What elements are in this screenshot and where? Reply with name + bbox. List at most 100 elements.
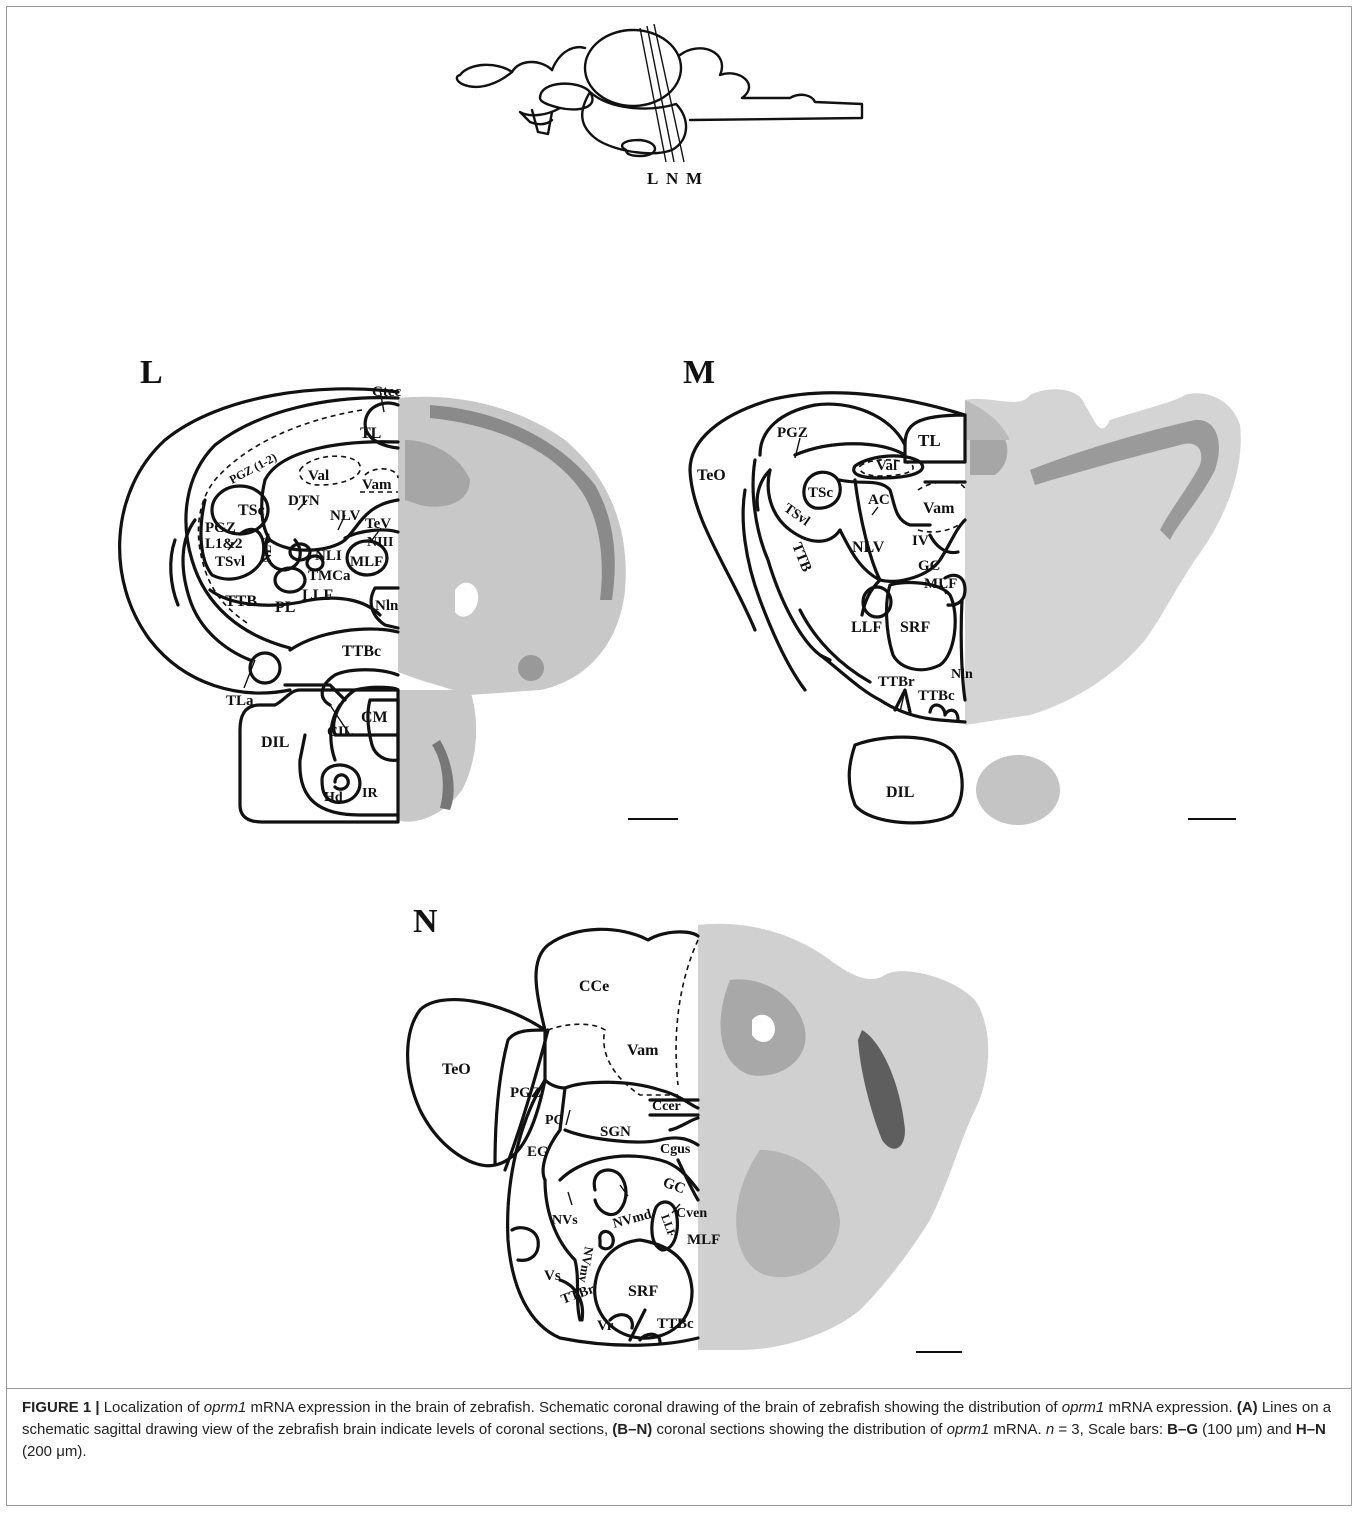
region-label: IV [912,533,929,549]
region-label: Ccer [652,1099,681,1114]
region-label: EG [527,1144,549,1160]
region-label: TeO [697,467,726,484]
region-label: TSvl [215,554,245,570]
region-label: NIII [367,535,393,550]
sagittal-section-label: L [647,169,658,188]
region-label: Val [876,458,897,474]
panel-reference: H–N [1296,1421,1326,1438]
panel-letter: N [413,903,438,940]
region-label: CIL [327,724,354,740]
region-label: Cgus [660,1142,691,1157]
region-label: Vs [544,1268,561,1284]
region-label: TTBc [657,1316,694,1332]
region-label: AC [868,492,890,508]
region-label: Hd [324,790,343,805]
caption-text: mRNA expression. [1104,1399,1237,1416]
region-label: Vr [597,1318,614,1334]
region-label: SRF [628,1283,658,1300]
sagittal-brain-drawing: L N M [457,24,862,188]
region-label: GC [918,558,941,574]
region-label: PGZ [510,1085,541,1101]
region-label: IR [362,786,378,801]
caption-separator [6,1388,1352,1389]
region-label: TeV [365,516,391,532]
caption-text: coronal sections showing the distributio… [652,1421,946,1438]
region-label: TLa [226,693,254,709]
region-label: NVs [552,1213,578,1228]
region-label: TSc [238,502,265,519]
region-label: TTB [788,541,814,575]
region-label: TL [918,431,941,450]
region-label: TTB [225,593,257,610]
region-label: TeO [442,1061,471,1078]
region-label: DTN [288,493,320,509]
region-label: Nln [375,598,399,614]
region-label: MLF [687,1232,720,1248]
region-label: PGZ (1-2) [227,450,279,487]
region-label: Vam [627,1042,659,1059]
figure-caption: FIGURE 1 | Localization of oprm1 mRNA ex… [22,1397,1338,1463]
panel-L-tissue-photo [398,397,626,822]
caption-text: (200 μm). [22,1443,87,1460]
caption-text: Localization of [100,1399,204,1416]
region-label: SRF [900,619,930,636]
region-label: L1&2 [205,536,243,552]
region-label: DIL [261,734,289,751]
caption-text: mRNA. [989,1421,1046,1438]
region-label: NLV [852,539,885,556]
region-label: LLF [302,587,333,604]
region-label: TL [360,425,381,442]
region-label: NLV [259,536,274,563]
region-label: PL [275,599,295,616]
panel-reference: B–G [1167,1421,1198,1438]
panel-N-tissue-photo [698,924,988,1350]
region-label: GC [661,1175,688,1198]
region-label: PGZ [205,520,236,536]
gene-name: oprm1 [1062,1399,1105,1416]
panel-M-tissue-photo [965,389,1241,825]
panel-letter: L [140,354,163,391]
region-label: TMCa [308,568,351,584]
region-label: TTBc [342,643,381,660]
region-label: Vam [923,500,955,517]
region-label: PC [545,1113,564,1128]
region-label: SGN [600,1124,631,1140]
region-label: NVmv [576,1245,597,1284]
region-label: CM [361,709,388,726]
panel-reference: (B–N) [612,1421,652,1438]
region-label: TTBc [918,688,955,704]
gene-name: oprm1 [947,1421,990,1438]
sagittal-section-label: N [666,169,679,188]
region-label: Nln [951,667,973,682]
caption-text: = 3, Scale bars: [1054,1421,1167,1438]
region-label: PGZ [777,425,808,441]
panel-L-schematic: Ctec TL PGZ (1-2) Val Vam TSc DTN NLV Te… [120,384,402,822]
sagittal-section-label: M [686,169,702,188]
region-label: CCe [579,978,609,995]
region-label: MLF [350,554,383,570]
region-label: Ctec [372,384,401,400]
region-label: NLI [315,548,342,564]
sample-size-symbol: n [1046,1421,1054,1438]
region-label: Val [308,468,329,484]
panel-N-schematic: CCe Vam TeO PGZ PC Ccer SGN Cgus EG GC N… [408,929,721,1345]
region-label: MLF [924,576,957,592]
region-label: TSc [808,485,833,501]
region-label: Cven [676,1206,707,1221]
caption-text: mRNA expression in the brain of zebrafis… [246,1399,1061,1416]
panel-M-schematic: PGZ TL TeO Val TSc AC Vam TSvl NLV IV GC… [690,393,973,823]
region-label: DIL [886,784,914,801]
gene-name: oprm1 [204,1399,247,1416]
figure-label: FIGURE 1 | [22,1399,100,1416]
panel-M: M [683,354,1241,825]
figure-canvas: L N M L [0,0,1360,1385]
caption-text: (100 μm) and [1198,1421,1296,1438]
panel-reference: (A) [1237,1399,1258,1416]
region-label: TTBr [878,674,915,690]
region-label: LLF [851,619,882,636]
panel-N: N [408,903,989,1352]
panel-L: L [120,354,678,822]
region-label: NLV [330,508,360,524]
panel-letter: M [683,354,715,391]
region-label: Vam [362,477,392,493]
